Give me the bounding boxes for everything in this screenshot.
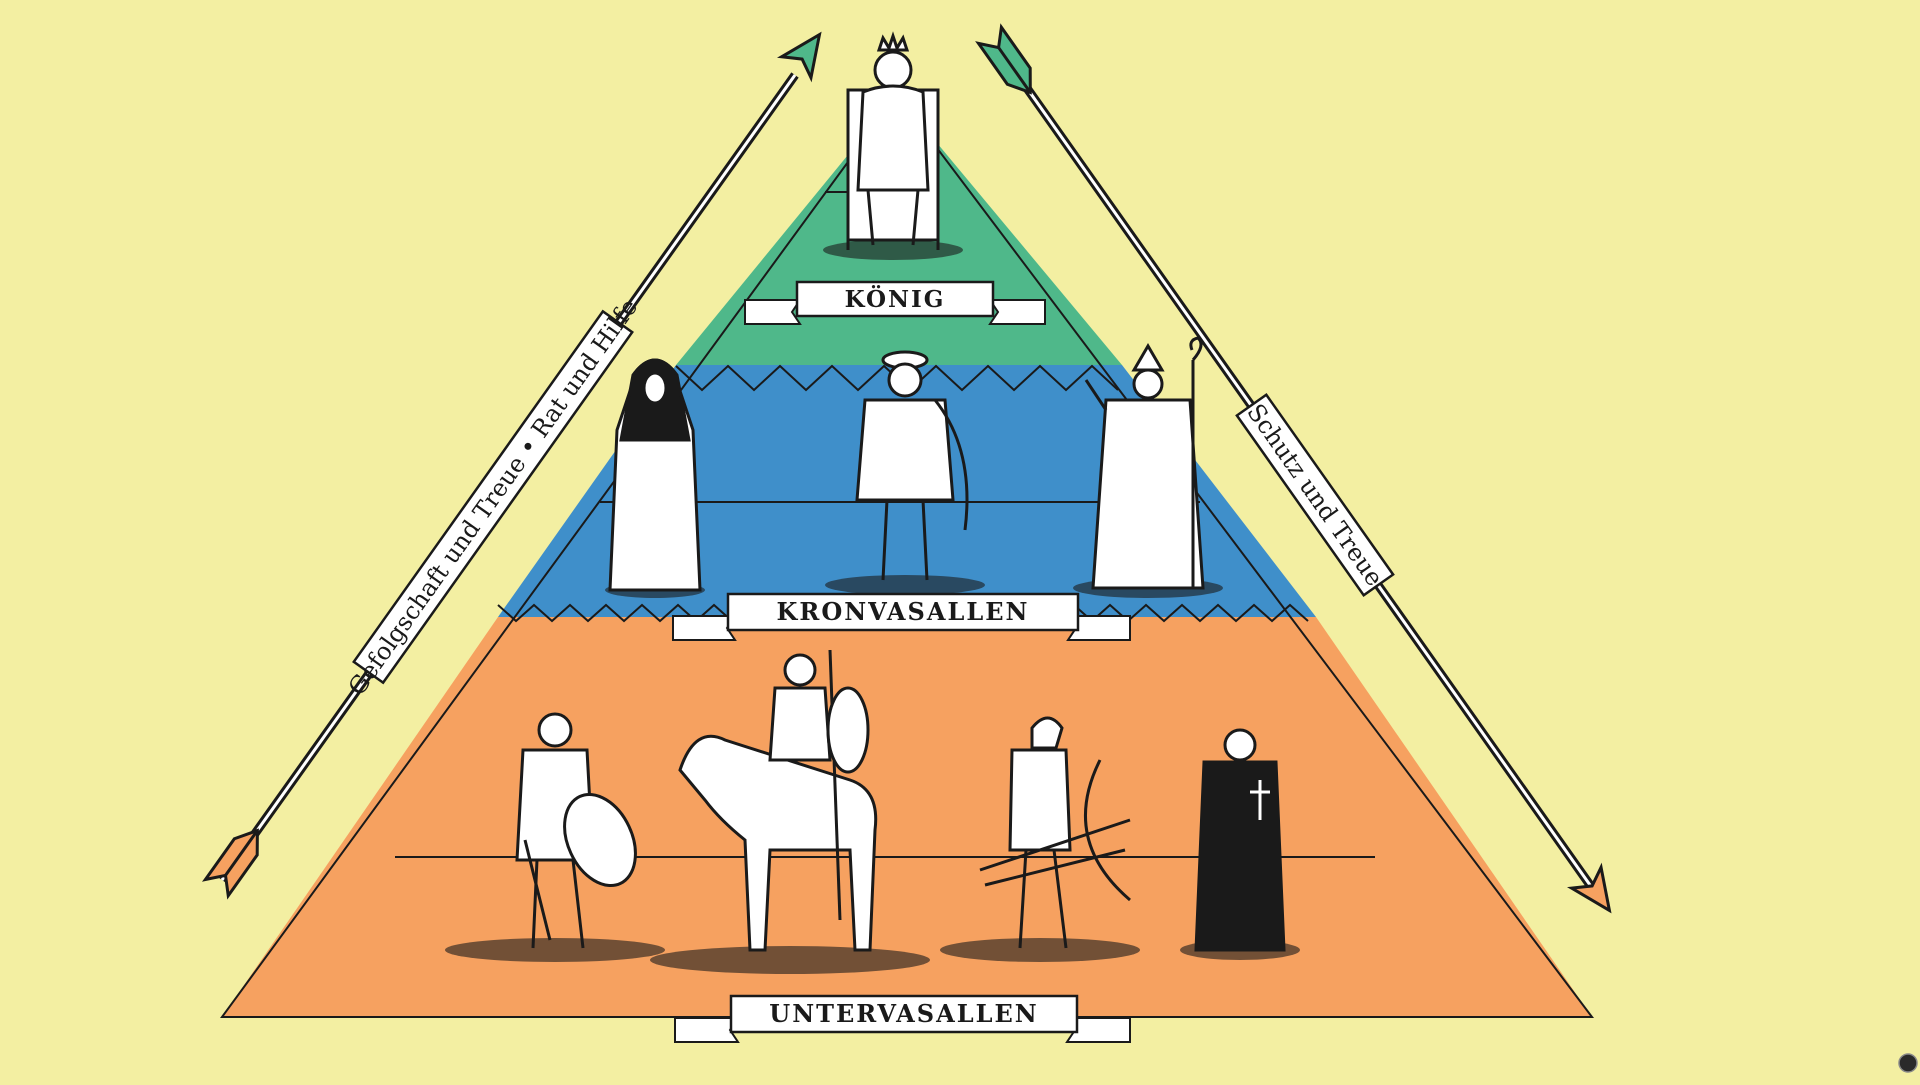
king-on-throne-icon [823, 31, 963, 260]
foot-soldier-icon [445, 712, 665, 962]
corner-badge-icon [1898, 1053, 1918, 1073]
archer-icon [940, 716, 1140, 962]
tier-label-koenig: KÖNIG [845, 285, 946, 313]
mounted-knight-icon [650, 649, 930, 974]
arrow-head-down-icon [1566, 862, 1612, 914]
banners: KÖNIG KRONVASALLEN UNTERVASALLEN [672, 280, 1131, 1043]
noble-lord-icon [825, 350, 985, 595]
banner-untervasallen: UNTERVASALLEN [674, 994, 1131, 1043]
banner-kronvasallen: KRONVASALLEN [672, 592, 1131, 641]
tier-label-kronvasallen: KRONVASALLEN [777, 597, 1030, 626]
abbess-icon [605, 358, 705, 598]
arrow-fletch-down-icon [975, 23, 1032, 95]
tier-label-untervasallen: UNTERVASALLEN [769, 999, 1038, 1028]
arrow-fletch-up-icon [201, 828, 259, 900]
bishop-icon [1073, 336, 1223, 598]
monk-icon [1180, 728, 1300, 960]
figures [445, 31, 1300, 974]
arrow-head-up-icon [776, 31, 822, 83]
banner-koenig: KÖNIG [744, 280, 1046, 325]
